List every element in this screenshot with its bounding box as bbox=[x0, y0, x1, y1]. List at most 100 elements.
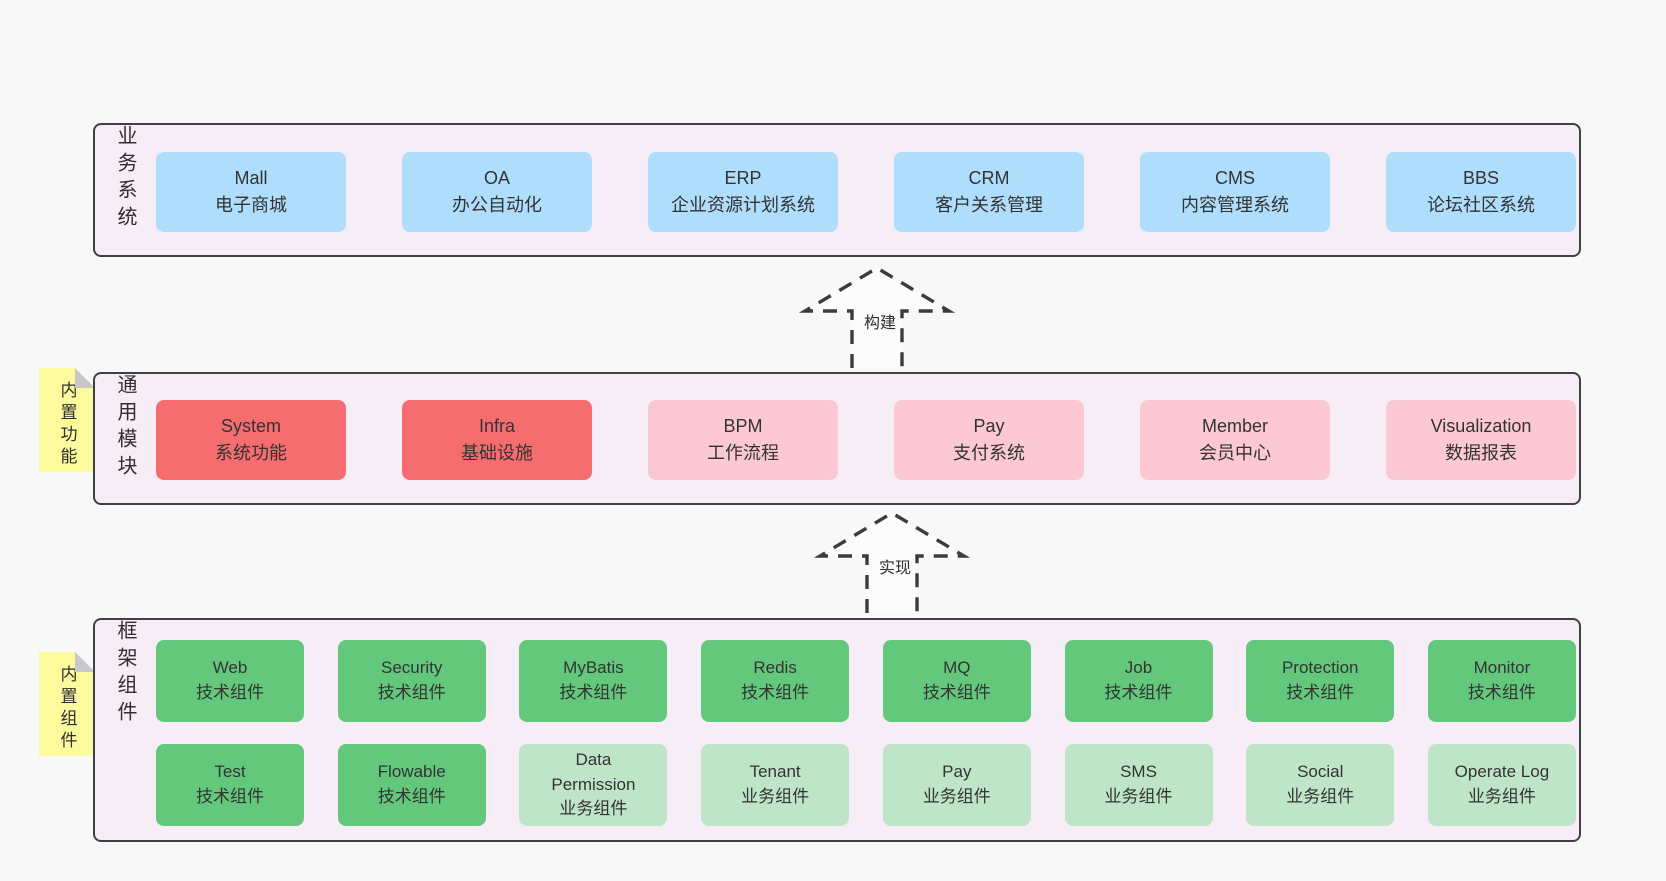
arrow-build: 构建 bbox=[795, 262, 965, 370]
box-subtitle: 业务组件 bbox=[741, 787, 810, 806]
box-subtitle: 数据报表 bbox=[1445, 443, 1517, 463]
box-infra: Infra 基础设施 bbox=[402, 400, 592, 480]
panel-label-framework: 框架组件 bbox=[114, 620, 136, 728]
business-box-row: Mall 电子商城 OA 办公自动化 ERP 企业资源计划系统 CRM 客户关系… bbox=[156, 152, 1576, 232]
box-subtitle: 技术组件 bbox=[1104, 683, 1173, 702]
panel-common-modules: 通用模块 System 系统功能 Infra 基础设施 BPM 工作流程 Pay… bbox=[93, 372, 1581, 505]
box-title: System bbox=[220, 416, 281, 436]
sticky-text: 内置功能 bbox=[57, 381, 77, 469]
box-title: MyBatis bbox=[563, 658, 624, 678]
box-title: Flowable bbox=[377, 762, 446, 782]
box-subtitle: 技术组件 bbox=[196, 787, 264, 806]
box-subtitle: 系统功能 bbox=[215, 443, 287, 463]
box-crm: CRM 客户关系管理 bbox=[894, 152, 1084, 232]
arrow-implement-label: 实现 bbox=[810, 553, 980, 579]
box-bpm: BPM 工作流程 bbox=[648, 400, 838, 480]
framework-box-row-2: Test 技术组件 Flowable 技术组件 Data Permission … bbox=[156, 744, 1576, 826]
box-job: Job 技术组件 bbox=[1064, 640, 1213, 722]
box-oa: OA 办公自动化 bbox=[402, 152, 592, 232]
box-visualization: Visualization 数据报表 bbox=[1386, 400, 1576, 480]
box-title: Visualization bbox=[1430, 416, 1532, 436]
box-title: Operate Log bbox=[1454, 762, 1550, 782]
box-title: MQ bbox=[943, 658, 971, 678]
box-title: Redis bbox=[753, 658, 797, 678]
box-pay-system: Pay 支付系统 bbox=[894, 400, 1084, 480]
box-title: OA bbox=[483, 168, 510, 188]
box-title: CRM bbox=[968, 168, 1010, 188]
box-test: Test 技术组件 bbox=[156, 744, 304, 826]
box-monitor: Monitor 技术组件 bbox=[1427, 640, 1576, 722]
box-title: Social bbox=[1297, 762, 1344, 782]
box-title: Tenant bbox=[749, 762, 801, 782]
box-title: CMS bbox=[1215, 168, 1255, 188]
box-title: Protection bbox=[1281, 658, 1359, 678]
box-subtitle: 工作流程 bbox=[707, 443, 779, 463]
box-subtitle: 业务组件 bbox=[1467, 787, 1536, 806]
box-member: Member 会员中心 bbox=[1140, 400, 1330, 480]
panel-label-modules: 通用模块 bbox=[114, 374, 136, 482]
box-title: BBS bbox=[1462, 168, 1500, 188]
box-subtitle: 技术组件 bbox=[559, 683, 628, 702]
box-subtitle: 技术组件 bbox=[922, 683, 991, 702]
box-pay-component: Pay 业务组件 bbox=[882, 744, 1031, 826]
box-mq: MQ 技术组件 bbox=[882, 640, 1031, 722]
sticky-note-builtin-components: 内置组件 bbox=[39, 652, 95, 756]
box-title: Mall bbox=[234, 168, 268, 188]
box-title: Infra bbox=[478, 416, 516, 436]
box-subtitle: 技术组件 bbox=[377, 787, 446, 806]
box-title: Web bbox=[212, 658, 248, 678]
box-tenant: Tenant 业务组件 bbox=[701, 744, 850, 826]
box-system: System 系统功能 bbox=[156, 400, 346, 480]
box-web: Web 技术组件 bbox=[156, 640, 304, 722]
box-redis: Redis 技术组件 bbox=[701, 640, 850, 722]
modules-box-row: System 系统功能 Infra 基础设施 BPM 工作流程 Pay 支付系统… bbox=[156, 400, 1576, 480]
box-subtitle: 技术组件 bbox=[741, 683, 810, 702]
sticky-note-builtin-features: 内置功能 bbox=[39, 368, 95, 472]
box-social: Social 业务组件 bbox=[1246, 744, 1395, 826]
box-erp: ERP 企业资源计划系统 bbox=[648, 152, 838, 232]
box-title: Job bbox=[1124, 658, 1153, 678]
box-subtitle: 论坛社区系统 bbox=[1427, 195, 1535, 215]
box-cms: CMS 内容管理系统 bbox=[1140, 152, 1330, 232]
box-security: Security 技术组件 bbox=[337, 640, 486, 722]
box-title: Pay bbox=[942, 762, 972, 782]
box-subtitle: 业务组件 bbox=[1286, 787, 1355, 806]
box-subtitle: 业务组件 bbox=[559, 799, 628, 819]
box-title: Test bbox=[214, 762, 246, 782]
box-title: Pay bbox=[973, 416, 1005, 436]
box-subtitle: 技术组件 bbox=[1467, 683, 1536, 702]
box-data-permission: Data Permission 业务组件 bbox=[519, 744, 668, 826]
box-subtitle: 技术组件 bbox=[1286, 683, 1355, 702]
arrow-build-label: 构建 bbox=[795, 308, 965, 334]
box-title: Monitor bbox=[1473, 658, 1531, 678]
box-subtitle: 技术组件 bbox=[196, 683, 264, 702]
box-subtitle: 内容管理系统 bbox=[1181, 195, 1289, 215]
box-title: Data Permission bbox=[551, 750, 636, 794]
panel-framework-components: 框架组件 Web 技术组件 Security 技术组件 MyBatis 技术组件… bbox=[93, 618, 1581, 842]
box-subtitle: 技术组件 bbox=[377, 683, 446, 702]
box-mall: Mall 电子商城 bbox=[156, 152, 346, 232]
box-mybatis: MyBatis 技术组件 bbox=[519, 640, 668, 722]
box-operate-log: Operate Log 业务组件 bbox=[1427, 744, 1576, 826]
box-subtitle: 会员中心 bbox=[1199, 443, 1271, 463]
box-title: Member bbox=[1201, 416, 1268, 436]
box-title: SMS bbox=[1120, 762, 1157, 782]
box-subtitle: 业务组件 bbox=[1104, 787, 1173, 806]
box-subtitle: 电子商城 bbox=[215, 195, 287, 215]
panel-label-business: 业务系统 bbox=[114, 125, 136, 233]
box-title: BPM bbox=[723, 416, 763, 436]
sticky-text: 内置组件 bbox=[57, 665, 77, 753]
box-subtitle: 基础设施 bbox=[461, 443, 533, 463]
box-bbs: BBS 论坛社区系统 bbox=[1386, 152, 1576, 232]
box-subtitle: 办公自动化 bbox=[452, 195, 542, 215]
box-flowable: Flowable 技术组件 bbox=[337, 744, 486, 826]
framework-box-row-1: Web 技术组件 Security 技术组件 MyBatis 技术组件 Redi… bbox=[156, 640, 1576, 722]
box-title: ERP bbox=[724, 168, 762, 188]
arrow-implement: 实现 bbox=[810, 507, 980, 615]
box-subtitle: 业务组件 bbox=[922, 787, 991, 806]
box-title: Security bbox=[380, 658, 443, 678]
box-subtitle: 客户关系管理 bbox=[935, 195, 1043, 215]
box-subtitle: 支付系统 bbox=[953, 443, 1025, 463]
box-subtitle: 企业资源计划系统 bbox=[671, 195, 815, 215]
box-sms: SMS 业务组件 bbox=[1064, 744, 1213, 826]
